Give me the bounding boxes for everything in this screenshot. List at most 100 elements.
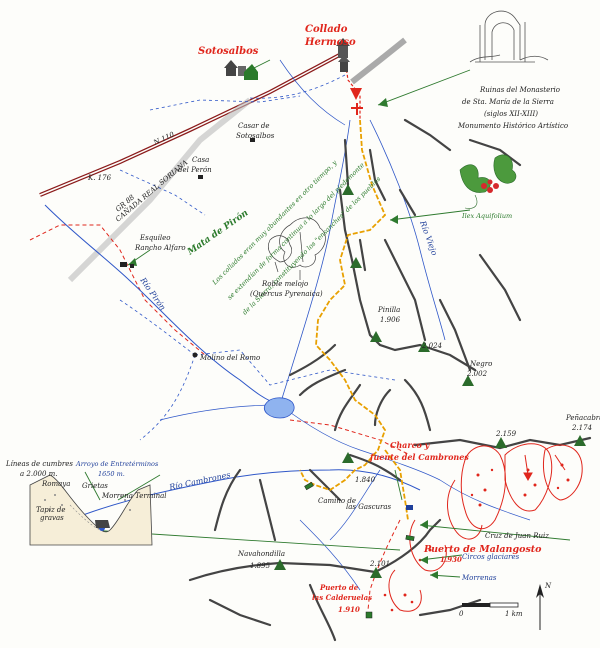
cross-section-inset (29, 474, 153, 546)
peak-icon (342, 184, 354, 195)
peak-icon (495, 437, 507, 448)
label-penacabra-alt: 2.174 (571, 424, 592, 432)
label-tapiz-2: gravas (40, 514, 64, 522)
label-1840: 1.840 (355, 476, 376, 484)
label-rio-cambrones: Río Cambrones (168, 470, 232, 492)
red-dashed-path-2 (289, 419, 411, 456)
rio-piron-upper (279, 119, 351, 406)
label-morrena-terminal: Morrena Terminal (101, 492, 167, 500)
north-arrow-icon (536, 584, 544, 630)
label-arroyo-2: 1650 m. (98, 470, 125, 478)
creek-1 (279, 404, 441, 481)
label-esquileo: Esquileo (139, 234, 171, 242)
monastery-cross-icon (351, 103, 363, 115)
road-n110-inner (39, 51, 346, 196)
dashed-track-3 (119, 169, 206, 216)
label-lineas-1: Líneas de cumbres (5, 460, 73, 468)
label-arroyo-1: Arroyo de Entretérminos (75, 460, 159, 468)
label-negro: Negro (469, 360, 492, 368)
label-tapiz-1: Tapiz de (36, 506, 66, 514)
label-hermoso: Hermoso (304, 37, 356, 48)
label-calderuelas-2: las Calderuelas (312, 593, 372, 602)
label-rancho: Rancho Alfaro (134, 244, 186, 252)
dashed-track-4 (194, 349, 396, 386)
creek-3 (299, 519, 361, 591)
red-dashed-path-3 (367, 519, 401, 611)
dashed-track-1 (149, 95, 301, 111)
label-ruinas-2: de Sta. María de la Sierra (462, 98, 554, 106)
label-casa-peron: del Perón (178, 166, 212, 174)
label-quercus: (Quercus Pyrenaica) (250, 290, 323, 298)
peak-icon (370, 567, 382, 578)
label-collado: Collado (305, 24, 348, 35)
peak-icon (342, 452, 354, 463)
rio-piron (44, 204, 281, 406)
label-puerto-malangosto: Puerto de Malangosto (423, 544, 542, 555)
lake (263, 397, 295, 419)
peak-icon (574, 435, 586, 446)
label-rio-viejo: Río Viejo (418, 219, 439, 257)
label-k176: K. 176 (87, 174, 112, 182)
sotosalbos-village-icon (224, 60, 258, 80)
label-lineas-2: a 2.000 m. (20, 470, 58, 478)
glacier-circos (388, 443, 583, 612)
label-pinilla: Pinilla (377, 306, 400, 314)
peak-icon (370, 331, 382, 342)
holly-sketch (459, 154, 517, 209)
label-calderuelas-1: Puerto de (319, 583, 359, 592)
label-casar: Casar de (238, 122, 270, 130)
label-molino: Molino del Romo (199, 354, 260, 362)
label-2159: 2.159 (495, 430, 517, 438)
creek-2 (159, 404, 281, 421)
glacier-flow-arrows (523, 454, 566, 482)
peak-icon (350, 257, 362, 268)
building-icons (120, 138, 413, 510)
label-charco-2: fuente del Cambrones (369, 452, 469, 462)
creek-6 (329, 469, 381, 541)
peak-icon (462, 375, 474, 386)
label-romaya: Romaya (41, 480, 70, 488)
creek-4 (279, 59, 346, 126)
peak-icon (274, 559, 286, 570)
label-2024: 2.024 (421, 342, 442, 350)
dashed-track-2 (249, 74, 346, 99)
label-calderuelas-3: 1.910 (338, 605, 360, 614)
label-casa: Casa (192, 156, 209, 164)
label-sotosalbos: Sotosalbos (198, 46, 259, 57)
label-cruz: Cruz de Juan Ruiz (485, 532, 549, 540)
label-ilex: Ilex Aquifolium (461, 212, 512, 220)
scale-bar (462, 602, 519, 608)
label-circos: Circos glaciares (462, 553, 520, 561)
label-morrenas: Morrenas (461, 574, 497, 582)
scale-label-1km: 1 km (505, 610, 523, 618)
label-gascuras: las Gascuras (346, 503, 392, 511)
monastery-sketch (469, 10, 549, 63)
label-ruinas-1: Ruinas del Monasterio (479, 86, 560, 94)
creek-5 (439, 479, 531, 521)
label-2101: 2.101 (369, 560, 390, 568)
canada-real (67, 97, 252, 283)
label-ruinas-3: (siglos XII-XIII) (484, 110, 538, 118)
label-charco-1: Charco y (390, 440, 431, 450)
label-camino: Camino de (318, 497, 356, 505)
peaks (274, 184, 586, 578)
peak-icon (418, 341, 430, 352)
scale-label-0: 0 (459, 610, 464, 618)
label-pinilla-alt: 1.906 (380, 316, 401, 324)
collado-village-icon (336, 38, 350, 72)
red-dashed-path (29, 224, 206, 356)
dashed-track-6 (119, 299, 196, 356)
label-n110: N 110 (152, 130, 176, 147)
label-grietas: Grietas (82, 482, 108, 490)
road-to-collado (350, 37, 407, 85)
start-marker (350, 88, 362, 100)
label-negro-alt: 2.002 (466, 370, 488, 378)
dashed-track-5 (139, 354, 196, 441)
label-navahondilla: Navahondilla (237, 550, 285, 558)
label-roble: Roble melojo (261, 280, 308, 288)
bridge-markers (304, 481, 415, 619)
label-penacabra: Peñacabra (565, 414, 600, 422)
oak-leaf-sketch (267, 217, 326, 280)
